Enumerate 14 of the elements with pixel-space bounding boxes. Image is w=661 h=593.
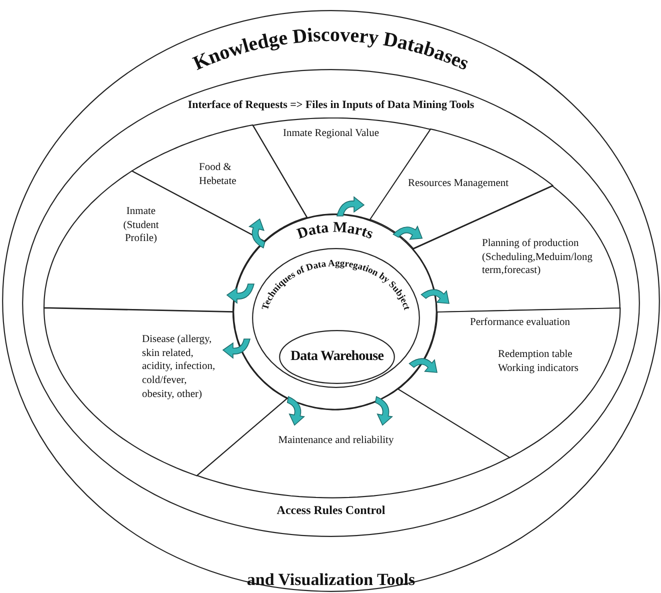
- sector-label: Disease (allergy, skin related, acidity, infection, cold/fever, obesity, other): [142, 333, 216, 402]
- sector-label: Planning of production (Scheduling,Meduim/long term,forecast): [482, 236, 594, 278]
- curved-title: Data Marts: [295, 220, 376, 243]
- sector-label: Redemption table Working indicators: [498, 348, 580, 376]
- ring-title: and Visualization Tools: [246, 569, 416, 591]
- sector-label: Inmate Regional Value: [282, 126, 380, 141]
- sector-label: Food & Hebetate: [198, 160, 238, 188]
- ring-title: Data Warehouse: [289, 348, 385, 366]
- sector-label: Inmate (Student Profile): [122, 204, 160, 246]
- sector-label: Maintenance and reliability: [277, 434, 395, 448]
- sector-label: Performance evaluation: [470, 316, 571, 330]
- sector-label: Resources Management: [408, 176, 510, 191]
- ring-title: Interface of Requests => Files in Inputs of Data Mining Tools: [186, 98, 476, 112]
- ring-title: Access Rules Control: [276, 503, 386, 519]
